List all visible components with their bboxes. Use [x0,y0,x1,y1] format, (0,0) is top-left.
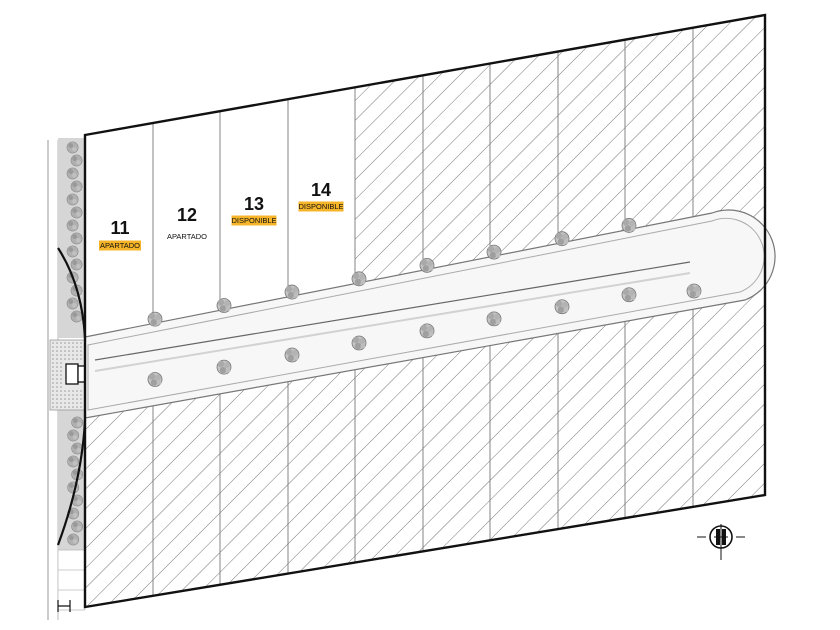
tree-icon [486,311,502,327]
tree-icon [621,287,637,303]
status-badge [99,240,141,251]
tree-icon [554,231,570,247]
lot-status-label: DISPONIBLE [298,202,343,211]
shrub-icon [70,206,83,219]
site-boundary [83,13,767,609]
tree-icon [147,371,163,387]
tree-icon [686,283,702,299]
shrub-icon [70,310,83,323]
shrub-icon [70,232,83,245]
lot-number: 12 [177,205,197,225]
shrub-icon [67,533,80,546]
tree-icon [351,335,367,351]
lot-number: 13 [244,194,264,214]
tree-icon [216,359,232,375]
lot-number: 11 [110,218,129,238]
shrub-icon [67,455,80,468]
shrub-icon [66,141,79,154]
tree-icon [621,217,637,233]
tree-icon [419,323,435,339]
tree-icon [147,311,163,327]
lot-labels: 11APARTADO12APARTADO13DISPONIBLE14DISPON… [99,180,344,251]
shrub-icon [71,520,84,533]
status-badge [298,201,344,212]
left-sidewalk-strip [47,138,86,620]
north-arrow-icon [697,524,745,560]
shrub-icon [70,154,83,167]
gate-paving [52,342,82,408]
shrub-icon [66,245,79,258]
tree-icon [284,284,300,300]
tree-icon [486,244,502,260]
tree-icon [284,347,300,363]
shrub-icon [66,297,79,310]
lot-status-label: APARTADO [167,232,207,241]
lot-status-label: APARTADO [100,241,140,250]
lot-number: 14 [311,180,331,200]
shrub-icon [67,429,80,442]
tree-icon [554,299,570,315]
shrub-icon [66,193,79,206]
shrub-icon [70,258,83,271]
shrub-icon [66,167,79,180]
tree-icon [351,271,367,287]
shrub-icon [70,180,83,193]
shrub-icon [71,416,84,429]
access-road [84,209,776,419]
tree-icon [419,257,435,273]
lot-status-label: DISPONIBLE [231,216,276,225]
tree-icon [216,298,232,314]
status-badge [231,215,277,226]
shrub-icon [66,219,79,232]
